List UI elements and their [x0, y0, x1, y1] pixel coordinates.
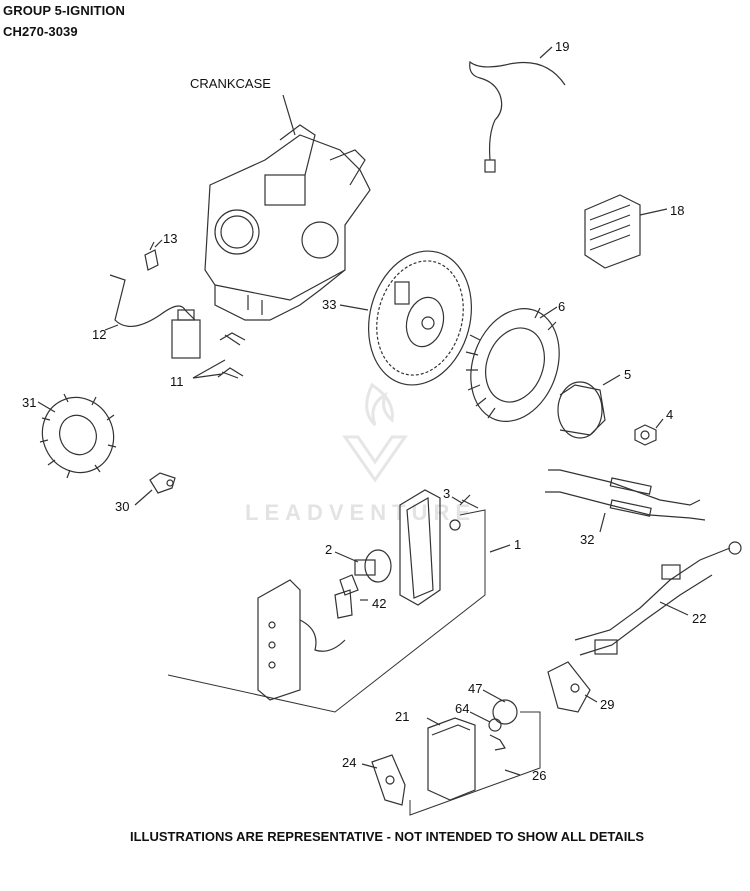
flywheel-part	[339, 250, 473, 386]
callout-42: 42	[372, 596, 387, 611]
callout-18: 18	[670, 203, 685, 218]
callout-31: 31	[22, 395, 37, 410]
callout-12: 12	[92, 327, 107, 342]
callout-2: 2	[325, 542, 333, 557]
diagram-group-title: GROUP 5-IGNITION	[3, 3, 125, 18]
watermark-text: LEADVENTURE	[245, 500, 477, 525]
mounting-bolts-part	[192, 332, 246, 379]
callout-5: 5	[624, 367, 632, 382]
callout-33: 33	[322, 297, 337, 312]
switch-box-group	[409, 689, 541, 816]
callout-26: 26	[532, 768, 547, 783]
callout-19: 19	[555, 39, 570, 54]
fan-retainer-part	[557, 374, 621, 439]
disclaimer-note: ILLUSTRATIONS ARE REPRESENTATIVE - NOT I…	[130, 829, 644, 844]
main-wire-harness-part	[574, 541, 742, 656]
callout-4: 4	[666, 407, 674, 422]
ignition-key-part	[334, 574, 368, 619]
watermark-logo	[342, 382, 408, 483]
callout-32: 32	[580, 532, 595, 547]
callout-21: 21	[395, 709, 410, 724]
callout-64: 64	[455, 701, 470, 716]
callout-13: 13	[163, 231, 178, 246]
callout-29: 29	[600, 697, 615, 712]
rectifier-regulator-part	[584, 194, 668, 269]
engine-model-code: CH270-3039	[3, 24, 78, 39]
callout-3: 3	[443, 486, 451, 501]
callout-47: 47	[468, 681, 483, 696]
callout-11: 11	[170, 374, 184, 389]
spark-plug-part	[144, 239, 163, 271]
control-panel-group	[167, 489, 511, 713]
crankcase-part	[204, 94, 371, 321]
callout-1: 1	[514, 537, 522, 552]
callout-6: 6	[558, 299, 566, 314]
stator-part	[37, 393, 117, 479]
cooling-fan-part	[465, 306, 560, 422]
wire-clip-part	[134, 472, 176, 506]
ignition-switch-part	[334, 549, 392, 583]
wire-harness-part	[469, 46, 566, 173]
mounting-plate-part	[361, 754, 406, 806]
flywheel-nut-part	[634, 418, 664, 446]
mounting-bracket-part	[547, 661, 598, 713]
callout-24: 24	[342, 755, 357, 770]
callout-30: 30	[115, 499, 130, 514]
ignition-coil-part	[104, 274, 201, 359]
crankcase-label: CRANKCASE	[190, 76, 271, 91]
harness-lead-part	[545, 469, 706, 533]
callout-22: 22	[692, 611, 707, 626]
panel-screw-part	[449, 494, 479, 531]
